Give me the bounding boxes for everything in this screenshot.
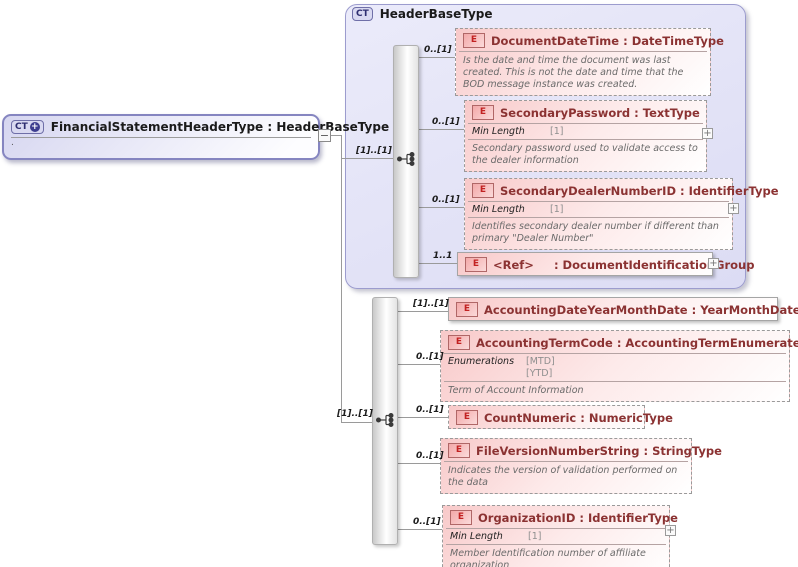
ct-badge-label: CT xyxy=(15,122,28,132)
cardinality-local-group: [1]..[1] xyxy=(337,409,373,419)
complex-type-icon: CT xyxy=(352,7,373,21)
cardinality-documentdatetime: 0..[1] xyxy=(424,45,452,55)
connector-to-local-sequence xyxy=(341,422,372,423)
element-icon: E xyxy=(448,335,470,350)
element-icon: E xyxy=(465,257,487,272)
expand-icon[interactable]: + xyxy=(708,258,719,269)
element-annotation: Identifies secondary dealer number if di… xyxy=(472,221,719,244)
facet-label: Min Length xyxy=(472,126,525,137)
expand-icon[interactable]: + xyxy=(702,128,713,139)
element-title: SecondaryPassword : TextType xyxy=(500,105,700,120)
element-annotation: Secondary password used to validate acce… xyxy=(472,143,698,166)
sequence-icon xyxy=(396,151,416,171)
connector-documentdatetime xyxy=(419,57,455,58)
element-title: AccountingDateYearMonthDate : YearMonthD… xyxy=(484,302,798,317)
element-documentdatetime[interactable]: E DocumentDateTime : DateTimeType Is the… xyxy=(455,28,724,96)
cardinality-base-group: [1]..[1] xyxy=(356,146,392,156)
element-fileversionnumberstring[interactable]: E FileVersionNumberString : StringType I… xyxy=(440,438,722,494)
element-icon: E xyxy=(463,33,485,48)
facet-label: Min Length xyxy=(450,531,503,542)
connector-organizationid xyxy=(397,529,442,530)
element-annotation: Indicates the version of validation perf… xyxy=(448,465,678,488)
element-accountingtermcode[interactable]: E AccountingTermCode : AccountingTermEnu… xyxy=(440,330,798,402)
connector-ref xyxy=(419,263,457,264)
facet-value: [1] xyxy=(550,204,564,215)
cardinality-fileversionnumberstring: 0..[1] xyxy=(416,451,444,461)
facet-label: Min Length xyxy=(472,204,525,215)
collapse-icon[interactable]: − xyxy=(318,129,331,142)
element-title: AccountingTermCode : AccountingTermEnume… xyxy=(476,335,798,350)
facet-value: [1] xyxy=(528,531,542,542)
element-icon: E xyxy=(448,443,470,458)
divider xyxy=(444,461,688,462)
element-title: DocumentDateTime : DateTimeType xyxy=(491,33,724,48)
divider xyxy=(11,137,311,138)
element-financialstatementheadertype[interactable]: CT+ FinancialStatementHeaderType : Heade… xyxy=(2,114,389,160)
element-icon: E xyxy=(450,510,472,525)
element-annotation: Member Identification number of affiliat… xyxy=(450,548,646,567)
element-ref[interactable]: E <Ref> : DocumentIdentificationGroup xyxy=(457,252,754,276)
element-annotation: Is the date and time the document was la… xyxy=(463,55,684,90)
cardinality-secondarypassword: 0..[1] xyxy=(432,117,460,127)
connector-root xyxy=(331,135,341,136)
element-annotation: Term of Account Information xyxy=(448,385,584,396)
sequence-bar-headerbasetype[interactable] xyxy=(393,45,419,278)
element-organizationid[interactable]: E OrganizationID : IdentifierType Min Le… xyxy=(442,505,678,567)
cardinality-accountingtermcode: 0..[1] xyxy=(416,352,444,362)
facet-label: Enumerations xyxy=(448,356,515,367)
connector-secondarydealernumberid xyxy=(419,207,464,208)
plus-icon: + xyxy=(29,122,40,132)
divider xyxy=(468,201,729,202)
connector-accountingdate xyxy=(397,311,448,312)
enum-value: [YTD] xyxy=(526,368,553,379)
expand-icon[interactable]: + xyxy=(728,203,739,214)
element-secondarypassword[interactable]: E SecondaryPassword : TextType Min Lengt… xyxy=(464,100,707,172)
element-icon: E xyxy=(456,302,478,317)
headerbasetype-title: HeaderBaseType xyxy=(379,7,493,21)
divider xyxy=(468,139,703,140)
divider xyxy=(446,544,666,545)
element-icon: E xyxy=(472,105,494,120)
sequence-icon xyxy=(375,412,395,432)
connector-accountingtermcode xyxy=(397,364,440,365)
connector-countnumeric xyxy=(397,417,448,418)
cardinality-countnumeric: 0..[1] xyxy=(416,405,444,415)
divider xyxy=(444,381,786,382)
connector-to-base-sequence xyxy=(341,158,393,159)
root-annotation: . xyxy=(11,138,14,148)
cardinality-secondarydealernumberid: 0..[1] xyxy=(432,195,460,205)
divider xyxy=(468,217,729,218)
connector-trunk xyxy=(341,135,342,423)
facet-value: [1] xyxy=(550,126,564,137)
sequence-bar-local[interactable] xyxy=(372,297,398,545)
element-title: <Ref> : DocumentIdentificationGroup xyxy=(493,257,755,272)
element-icon: E xyxy=(472,183,494,198)
complex-type-plus-icon: CT+ xyxy=(11,120,44,134)
divider xyxy=(444,353,786,354)
expand-icon[interactable]: + xyxy=(665,525,676,536)
cardinality-accountingdate: [1]..[1] xyxy=(413,299,449,309)
connector-secondarypassword xyxy=(419,129,464,130)
element-title: OrganizationID : IdentifierType xyxy=(478,510,678,525)
divider xyxy=(468,123,703,124)
element-title: SecondaryDealerNumberID : IdentifierType xyxy=(500,183,779,198)
facet-value: [MTD] [YTD] xyxy=(526,356,555,380)
element-title: FileVersionNumberString : StringType xyxy=(476,443,722,458)
cardinality-organizationid: 0..[1] xyxy=(413,517,441,527)
element-icon: E xyxy=(456,410,478,425)
enum-value: [MTD] xyxy=(526,356,555,367)
element-accountingdateyearmonthdate[interactable]: E AccountingDateYearMonthDate : YearMont… xyxy=(448,297,798,321)
divider xyxy=(459,51,707,52)
element-secondarydealernumberid[interactable]: E SecondaryDealerNumberID : IdentifierTy… xyxy=(464,178,779,250)
ct-badge-label: CT xyxy=(356,9,369,19)
cardinality-ref: 1..1 xyxy=(433,251,453,261)
connector-fileversionnumberstring xyxy=(397,463,440,464)
element-title: CountNumeric : NumericType xyxy=(484,410,673,425)
divider xyxy=(446,528,666,529)
element-countnumeric[interactable]: E CountNumeric : NumericType xyxy=(448,405,673,429)
root-title: FinancialStatementHeaderType : HeaderBas… xyxy=(50,120,390,134)
